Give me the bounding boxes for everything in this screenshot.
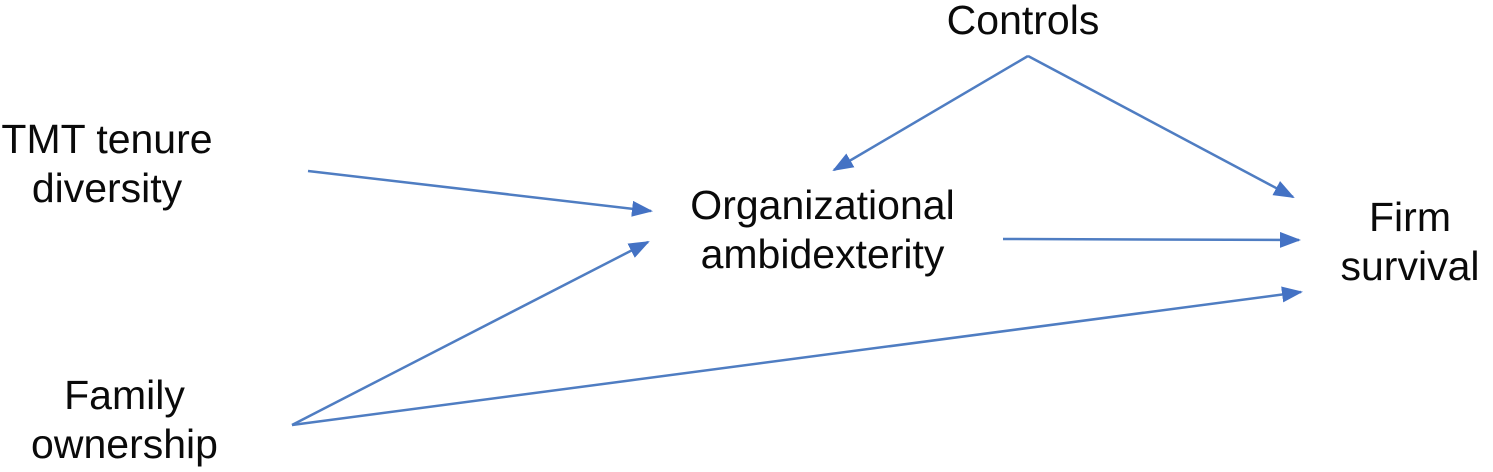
node-organizational-ambidexterity: Organizational ambidexterity [690, 182, 955, 277]
arrow-controls-to-ambidexterity [832, 54, 1029, 172]
node-tmt-tenure-diversity: TMT tenure diversity [1, 116, 213, 211]
node-controls: Controls [946, 0, 1100, 43]
arrow-ownership-to-survival [291, 286, 1303, 427]
arrow-tmt-to-ambidexterity [307, 169, 653, 217]
arrow-controls-to-survival [1027, 54, 1295, 199]
node-firm-survival: Firm survival [1340, 194, 1480, 289]
arrow-ambidexterity-to-survival [1002, 231, 1301, 248]
node-family-ownership: Family ownership [31, 372, 218, 467]
arrow-ownership-to-ambidexterity [291, 240, 650, 427]
